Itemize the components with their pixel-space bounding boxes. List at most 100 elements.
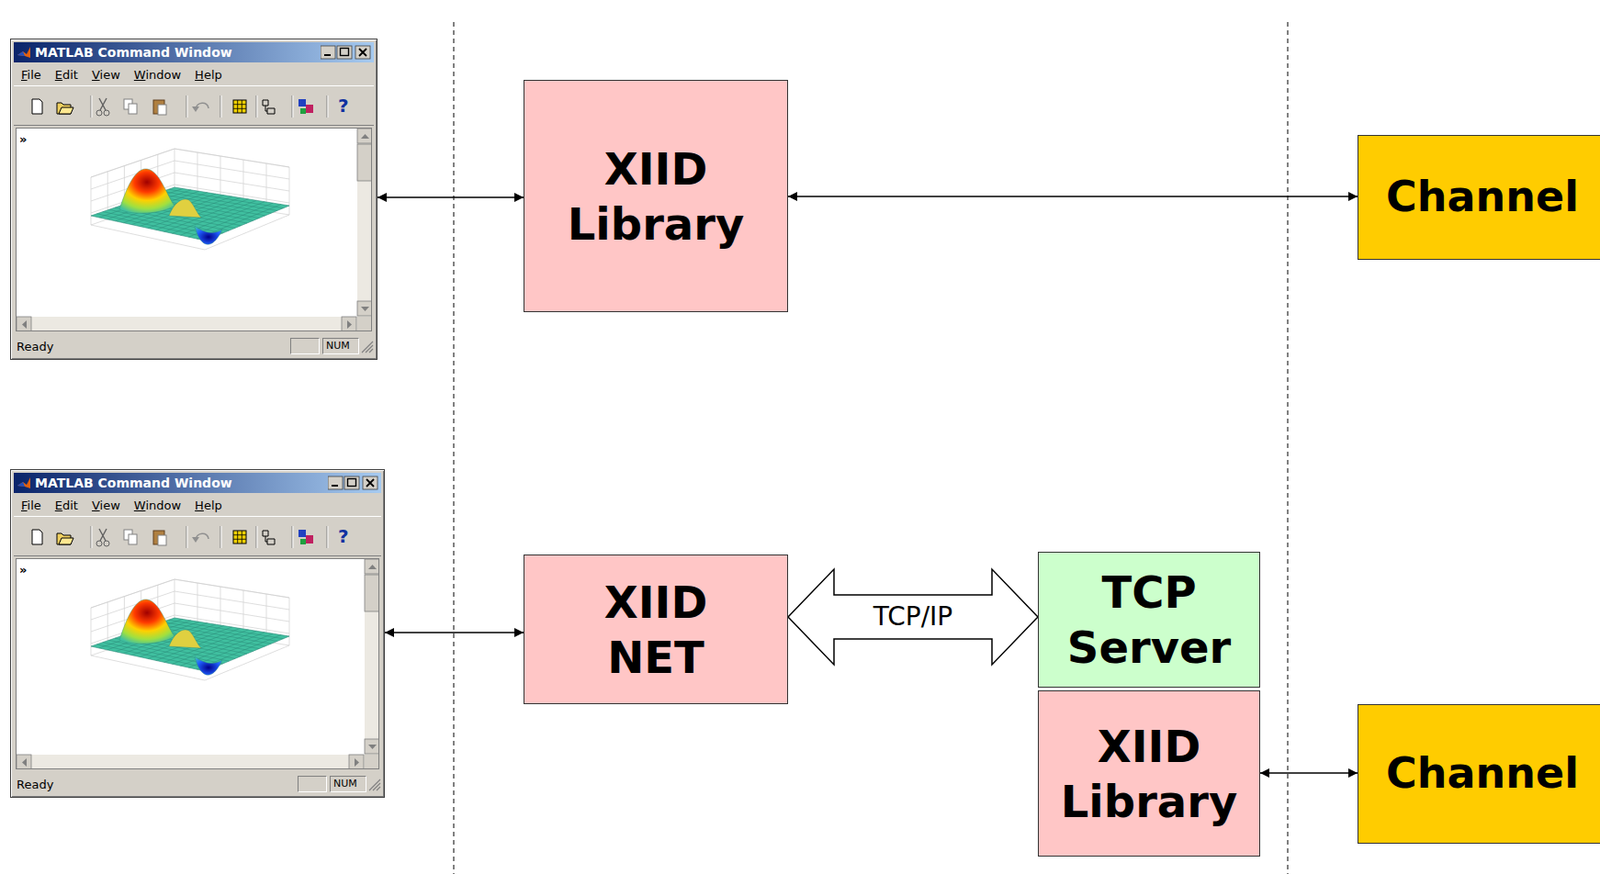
box-label: XIID Library	[567, 141, 744, 252]
menu-item: Edit	[55, 498, 79, 513]
drawing-part	[355, 45, 371, 59]
drawing-part	[360, 134, 370, 139]
drawing-part	[187, 95, 189, 118]
drawing-part	[169, 630, 202, 649]
drawing-part	[32, 99, 43, 114]
matlab-window: MATLAB Command WindowFileEditViewWindowH…	[10, 469, 385, 799]
matlab-logo	[16, 475, 32, 491]
toolbar-icons	[13, 86, 374, 124]
drawing-part	[91, 95, 93, 118]
drawing-part	[305, 104, 314, 113]
drawing-part	[186, 95, 188, 118]
drawing-part	[341, 316, 357, 332]
drawing-part	[17, 46, 31, 58]
matlab-logo	[16, 45, 32, 60]
dashed-separator	[1287, 22, 1289, 874]
box-label: Channel	[1385, 747, 1579, 801]
drawing-part	[16, 316, 32, 332]
drawing-part	[221, 526, 223, 549]
dashed-separator	[453, 22, 455, 874]
status-text: Ready	[13, 339, 291, 354]
drawing-part	[128, 534, 137, 545]
drawing-part	[331, 484, 339, 487]
drawing-part	[58, 538, 74, 545]
drawing-part	[220, 95, 222, 118]
menu-item: Window	[134, 67, 181, 82]
drawing-part	[16, 754, 365, 770]
window-title: MATLAB Command Window	[34, 45, 233, 60]
status-indicator: NUM	[329, 776, 367, 793]
drawing-part	[300, 539, 306, 545]
matlab-window: MATLAB Command WindowFileEditViewWindowH…	[10, 38, 378, 361]
drawing-part	[364, 754, 380, 770]
drawing-part	[256, 526, 258, 549]
drawing-part	[357, 301, 372, 316]
drawing-part	[90, 618, 290, 672]
drawing-part	[90, 148, 290, 250]
drawing-part	[187, 526, 189, 549]
menu-bar: FileEditViewWindowHelp	[13, 495, 382, 515]
drawing-part	[357, 128, 372, 144]
drawing-part	[292, 95, 294, 118]
drawing-part	[90, 187, 290, 241]
status-panel	[290, 338, 320, 355]
menu-item: Window	[134, 498, 181, 513]
drawing-part	[364, 559, 380, 755]
drawing-part	[16, 128, 372, 332]
status-panel	[297, 776, 327, 793]
resize-grip	[359, 338, 374, 354]
drawing-part	[344, 476, 360, 490]
drawing-part	[17, 477, 31, 489]
drawing-part	[90, 591, 290, 620]
server-box: TCP Server	[1037, 552, 1261, 688]
drawing-part	[58, 107, 74, 114]
drawing-part	[90, 579, 290, 681]
drawing-part	[257, 526, 259, 549]
toolbar: ?	[13, 85, 374, 126]
drawing-part	[368, 744, 377, 750]
drawing-part	[90, 148, 290, 250]
status-bar: Ready NUM	[13, 336, 374, 357]
edge-label: TCP/IP	[870, 602, 956, 632]
drawing-part	[119, 169, 175, 214]
drawing-part	[361, 341, 373, 353]
drawing-part	[157, 535, 167, 546]
drawing-part	[194, 656, 223, 676]
help-icon: ?	[338, 94, 350, 117]
status-indicator: NUM	[322, 338, 360, 355]
box-label: XIID NET	[604, 574, 709, 686]
drawing-part	[221, 95, 223, 118]
drawing-part	[357, 301, 372, 316]
drawing-part	[326, 526, 328, 549]
drawing-part	[99, 529, 107, 541]
drawing-part	[194, 225, 223, 245]
drawing-part	[99, 98, 107, 111]
drawing-part	[326, 95, 328, 118]
drawing-part	[347, 320, 352, 329]
menu-item: Help	[194, 498, 223, 513]
drawing-part	[349, 754, 364, 770]
drawing-part	[96, 110, 102, 116]
drawing-part	[357, 128, 372, 317]
drawing-part	[340, 48, 350, 57]
box-label: TCP Server	[1067, 564, 1231, 676]
window-buttons	[320, 45, 372, 60]
drawing-part	[90, 526, 92, 549]
drawing-part	[191, 106, 200, 113]
command-area: »	[15, 127, 372, 332]
drawing-part	[324, 54, 331, 57]
drawing-part	[298, 99, 306, 107]
drawing-part	[22, 320, 27, 329]
menu-item: View	[91, 498, 121, 513]
menu-item: Edit	[55, 67, 79, 82]
connector-arrow	[788, 195, 1358, 198]
drawing-part	[96, 540, 102, 547]
toolbar: ?	[13, 516, 382, 557]
drawing-part	[364, 739, 380, 755]
command-prompt: »	[19, 563, 27, 577]
drawing-part	[220, 526, 222, 549]
drawing-part	[191, 537, 200, 543]
drawing-part	[164, 630, 249, 664]
drawing-part	[327, 526, 329, 549]
window-buttons	[327, 475, 380, 491]
